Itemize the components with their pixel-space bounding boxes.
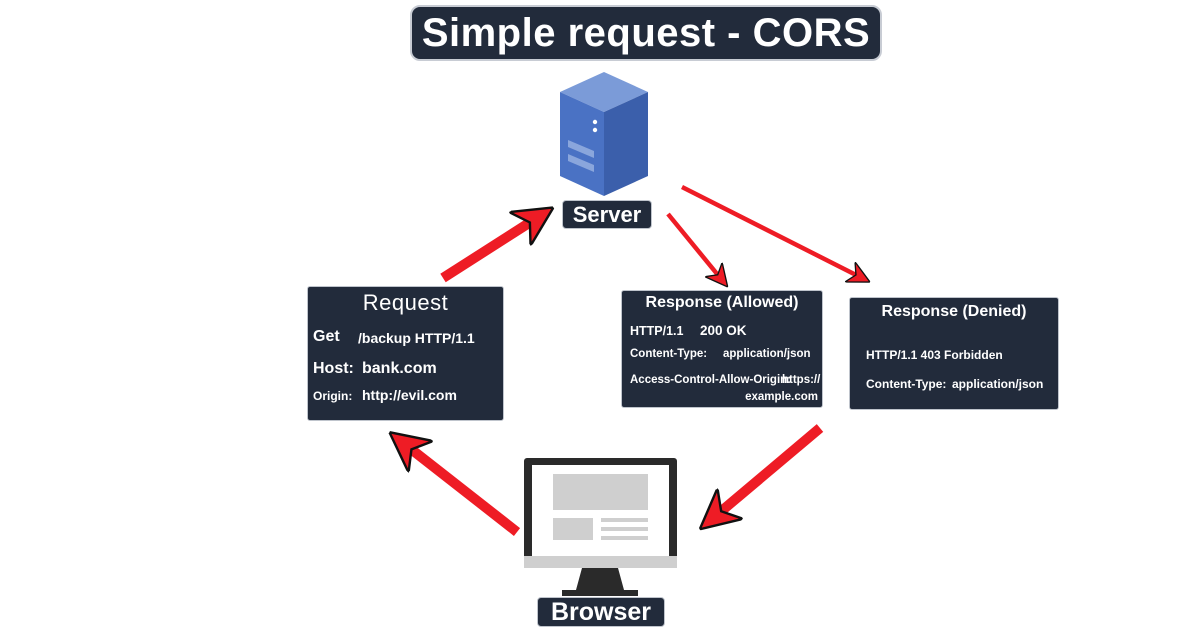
request-host-value: bank.com bbox=[362, 360, 437, 377]
request-origin-key: Origin: bbox=[313, 389, 353, 403]
request-origin-value: http://evil.com bbox=[362, 387, 457, 403]
request-header: Request bbox=[362, 290, 449, 315]
request-host-key: Host: bbox=[313, 360, 354, 377]
arrow-browser-to-request bbox=[402, 442, 521, 536]
response-allowed-header: Response (Allowed) bbox=[645, 294, 799, 311]
request-path: /backup HTTP/1.1 bbox=[358, 330, 475, 346]
server-label: Server bbox=[562, 200, 652, 229]
browser-label: Browser bbox=[537, 597, 665, 627]
allowed-status-proto: HTTP/1.1 bbox=[630, 324, 684, 338]
arrow-server-to-denied bbox=[680, 184, 862, 278]
server-icon bbox=[560, 72, 648, 196]
response-denied-header: Response (Denied) bbox=[881, 303, 1027, 320]
allowed-status-code: 200 OK bbox=[700, 323, 747, 338]
diagram-title: Simple request - CORS bbox=[410, 5, 882, 61]
arrow-denied-to-browser bbox=[712, 424, 824, 519]
response-denied-box: Response (Denied) HTTP/1.1 403 Forbidden… bbox=[849, 297, 1059, 410]
request-box: Request Get /backup HTTP/1.1 Host: bank.… bbox=[307, 286, 504, 421]
allowed-content-type-value: application/json bbox=[723, 348, 811, 360]
arrow-request-to-server bbox=[440, 216, 540, 283]
denied-content-type-key: Content-Type: bbox=[866, 377, 947, 391]
denied-content-type-value: application/json bbox=[952, 377, 1044, 391]
allowed-acao-key: Access-Control-Allow-Origin: bbox=[630, 374, 792, 386]
request-method: Get bbox=[313, 328, 340, 345]
monitor-icon bbox=[524, 458, 677, 596]
allowed-acao-value-2: example.com bbox=[745, 391, 818, 403]
allowed-acao-value-1: https:// bbox=[782, 374, 821, 386]
denied-status: HTTP/1.1 403 Forbidden bbox=[866, 348, 1003, 362]
arrow-server-to-allowed bbox=[666, 212, 722, 280]
allowed-content-type-key: Content-Type: bbox=[630, 348, 708, 360]
response-allowed-box: Response (Allowed) HTTP/1.1 200 OK Conte… bbox=[621, 290, 823, 408]
